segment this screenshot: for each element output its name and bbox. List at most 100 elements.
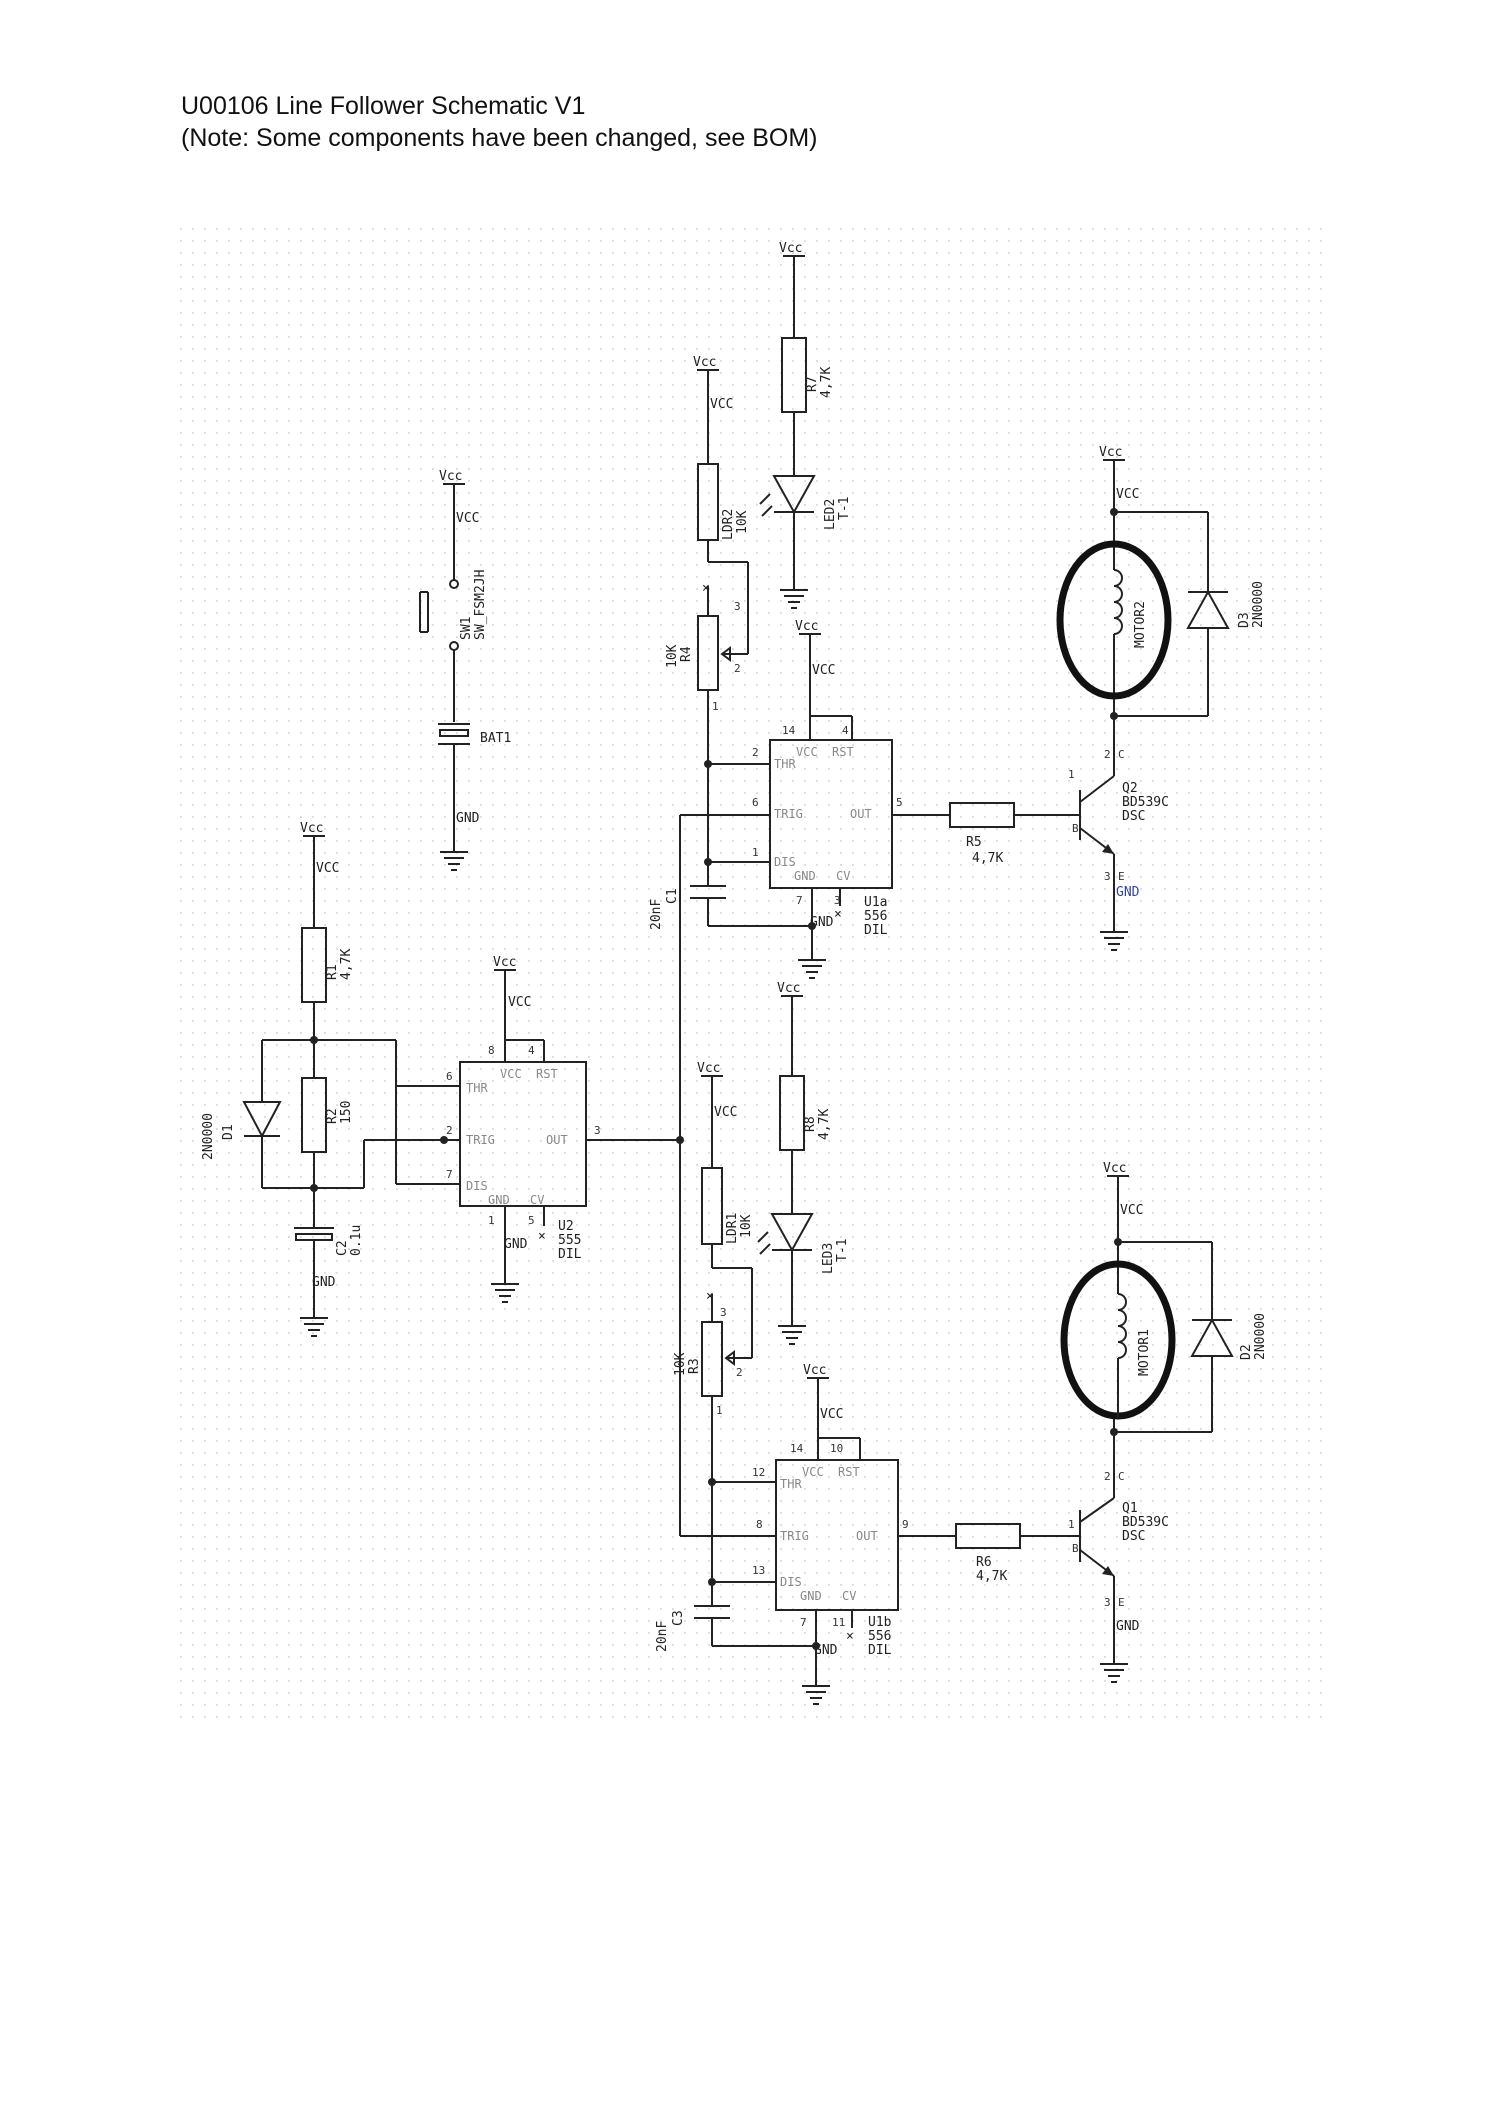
ic-u1a-556: Vcc VCC 14 4 VCC RST 2 THR 6 TRIG 1 DIS … <box>752 619 903 979</box>
led3-ref: LED3 <box>821 1243 836 1274</box>
ldr1-ref: LDR1 <box>725 1213 740 1244</box>
gnd-label-q1: GND <box>1116 1619 1140 1634</box>
u1b-pkg: DIL <box>868 1643 892 1658</box>
u1a-pin-3: 3 <box>834 894 841 907</box>
motor2-ref: MOTOR2 <box>1133 601 1148 648</box>
led2-value: T-1 <box>837 497 852 520</box>
r3-nc: × <box>706 1289 714 1304</box>
ground-symbol <box>1100 1663 1128 1683</box>
ground-symbol <box>798 959 826 979</box>
capacitor-c2: C2 0.1u <box>294 1188 364 1318</box>
u2-out-label: OUT <box>546 1133 568 1147</box>
upper-channel: Vcc VCC LDR2 10K × 3 2 1 10K R4 <box>649 241 1266 979</box>
gnd-label-q2: GND <box>1116 885 1140 900</box>
c1-ref: C1 <box>665 888 680 904</box>
ldr2-value: 10K <box>735 510 750 534</box>
q2-pin-b: B <box>1072 822 1079 835</box>
potentiometer-r3: × 3 2 1 10K R3 <box>673 1289 743 1417</box>
q2-pin-c-num: 2 <box>1104 748 1111 761</box>
u1a-pkg: DIL <box>864 923 888 938</box>
q1-pin-c-num: 2 <box>1104 1470 1111 1483</box>
r8-value: 4,7K <box>817 1109 832 1140</box>
page-title: U00106 Line Follower Schematic V1 <box>181 92 586 120</box>
q1-pkg: DSC <box>1122 1529 1145 1544</box>
u1a-gnd-label: GND <box>794 869 816 883</box>
vcc-label: Vcc <box>795 619 818 634</box>
r6-ref: R6 <box>976 1555 992 1570</box>
ground-symbol <box>778 1325 806 1345</box>
u1b-ref: U1b <box>868 1615 892 1630</box>
q1-pin-c: C <box>1118 1470 1125 1483</box>
u2-pin-6: 6 <box>446 1070 453 1083</box>
ic-u1b-556: Vcc VCC 14 10 VCC RST 12 THR 8 TRIG 13 D… <box>752 1363 909 1705</box>
u1a-dis-label: DIS <box>774 855 796 869</box>
u1a-out-label: OUT <box>850 807 872 821</box>
c1-value: 20nF <box>649 899 664 930</box>
vcc-net-label: VCC <box>316 861 339 876</box>
u1a-pin-5: 5 <box>896 796 903 809</box>
led-led2: LED2 T-1 <box>759 475 852 530</box>
r7-value: 4,7K <box>819 367 834 398</box>
vcc-label: Vcc <box>1103 1161 1126 1176</box>
u2-pin-4: 4 <box>528 1044 535 1057</box>
q1-pin-b: B <box>1072 1542 1079 1555</box>
u1b-pin-13: 13 <box>752 1564 765 1577</box>
q2-pin-b-num: 1 <box>1068 768 1075 781</box>
u1b-pin-8: 8 <box>756 1518 763 1531</box>
gnd-label-c2: GND <box>312 1275 336 1290</box>
vcc-label: Vcc <box>693 355 716 370</box>
c2-value: 0.1u <box>349 1225 364 1256</box>
u2-pin-8: 8 <box>488 1044 495 1057</box>
vcc-label: Vcc <box>697 1061 720 1076</box>
u1a-pin-2: 2 <box>752 746 759 759</box>
u2-gnd-label: GND <box>488 1193 510 1207</box>
q1-pin-b-num: 1 <box>1068 1518 1075 1531</box>
u2-cv-label: CV <box>530 1193 544 1207</box>
ground-symbol <box>802 1685 830 1705</box>
u1a-trig-label: TRIG <box>774 807 803 821</box>
ldr1-value: 10K <box>739 1214 754 1238</box>
u2-cv-nc: × <box>538 1229 546 1244</box>
u1a-cv-nc: × <box>834 907 842 922</box>
bat1-ref: BAT1 <box>480 731 511 746</box>
diode-d3: D3 2N0000 <box>1186 512 1266 716</box>
u1a-pin-14: 14 <box>782 724 796 737</box>
q2-value: BD539C <box>1122 795 1169 810</box>
u1a-thr-label: THR <box>774 757 796 771</box>
vcc-label: Vcc <box>300 821 323 836</box>
u1a-pin-7: 7 <box>796 894 803 907</box>
vcc-net-label: VCC <box>508 995 531 1010</box>
oscillator-section: Vcc VCC R1 4,7K D1 2N0000 R2 150 <box>201 821 684 1337</box>
d1-ref: D1 <box>221 1124 236 1140</box>
d1-value: 2N0000 <box>201 1113 216 1160</box>
r3-pin-1: 1 <box>716 1404 723 1417</box>
r4-pin-1: 1 <box>712 700 719 713</box>
vcc-net-label: VCC <box>710 397 733 412</box>
ground-symbol <box>1100 931 1128 951</box>
battery-bat1: BAT1 <box>438 723 511 852</box>
resistor-r2: R2 150 <box>301 1040 354 1188</box>
r3-value: 10K <box>673 1352 688 1376</box>
u2-pin-1: 1 <box>488 1214 495 1227</box>
u1b-out-label: OUT <box>856 1529 878 1543</box>
r2-value: 150 <box>339 1101 354 1124</box>
vcc-label: Vcc <box>803 1363 826 1378</box>
ground-symbol <box>491 1283 519 1303</box>
switch-sw1: SW1 SW_FSM2JH <box>419 570 488 722</box>
r4-pin-2: 2 <box>734 662 741 675</box>
ground-symbol <box>300 1317 328 1337</box>
u1b-dis-label: DIS <box>780 1575 802 1589</box>
motor1-ref: MOTOR1 <box>1137 1329 1152 1376</box>
ic-u2-555: Vcc VCC 8 4 VCC RST 6 THR 2 TRIG 7 DIS G… <box>446 955 601 1303</box>
c3-ref: C3 <box>671 1610 686 1626</box>
r4-nc: × <box>702 581 710 596</box>
u2-pin-3: 3 <box>594 1124 601 1137</box>
led-led3: LED3 T-1 <box>757 1213 850 1274</box>
vcc-label: Vcc <box>779 241 802 256</box>
q2-pin-c: C <box>1118 748 1125 761</box>
u1b-value: 556 <box>868 1629 891 1644</box>
sw1-value: SW_FSM2JH <box>473 570 488 640</box>
u2-rst-label: RST <box>536 1067 558 1081</box>
led2-ref: LED2 <box>823 499 838 530</box>
